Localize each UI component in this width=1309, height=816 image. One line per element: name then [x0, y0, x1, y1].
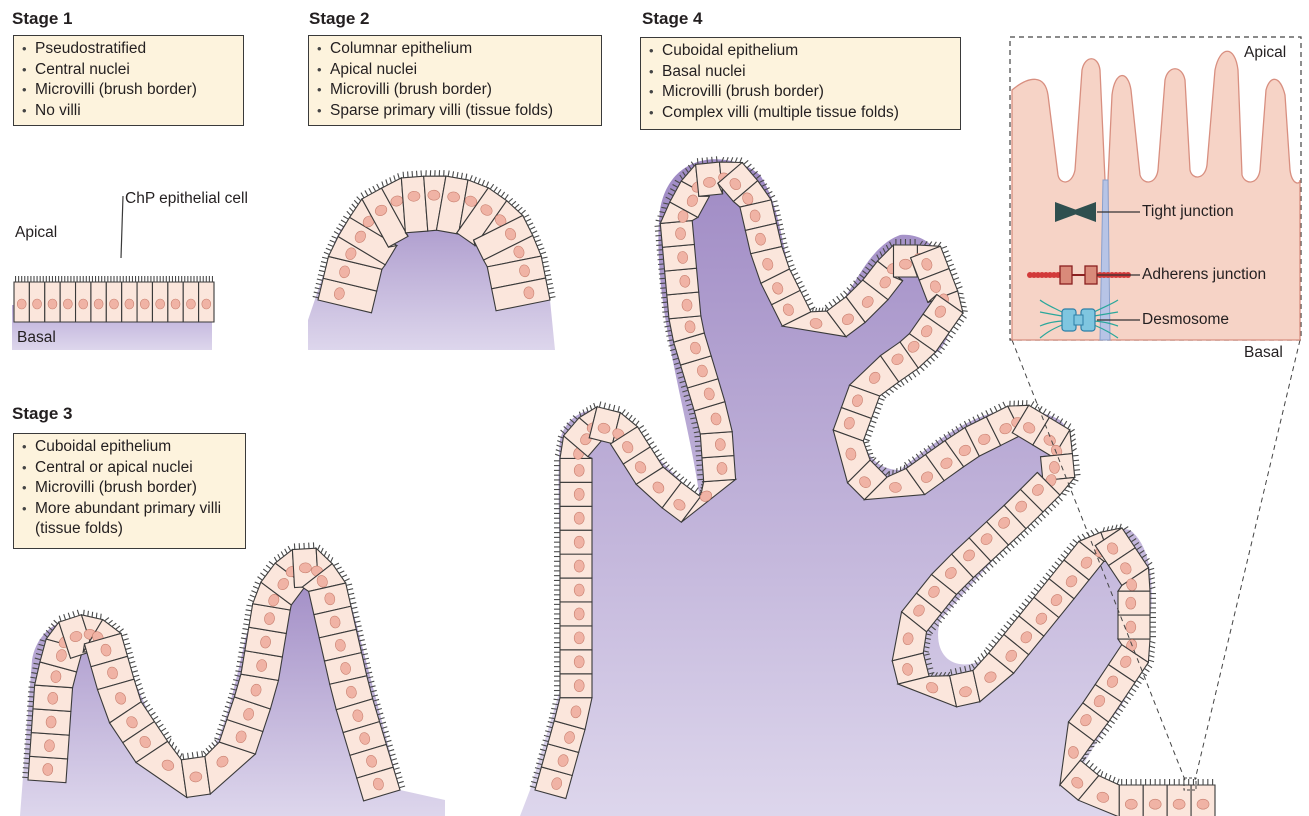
stage2-title: Stage 2 [309, 9, 369, 29]
stage1-nucleus [110, 299, 119, 309]
stage4-item-3: Microvilli (brush border) [649, 82, 952, 103]
stage4-item-1: Cuboidal epithelium [649, 41, 952, 62]
stage3-item-1: Cuboidal epithelium [22, 437, 237, 458]
stage1-basal-label: Basal [17, 329, 56, 347]
stage2-info-box: Columnar epithelium Apical nuclei Microv… [308, 35, 602, 126]
stage1-nucleus [140, 299, 149, 309]
stage4-nucleus [574, 632, 584, 644]
stage2-tissue [308, 170, 555, 350]
stage4-nucleus [1126, 621, 1136, 633]
stage1-nucleus [186, 299, 195, 309]
stage1-info-box: Pseudostratified Central nuclei Microvil… [13, 35, 244, 126]
stage1-nucleus [63, 299, 72, 309]
stage4-nucleus [1125, 799, 1137, 809]
stage4-nucleus [574, 680, 584, 692]
stage3-item-2: Central or apical nuclei [22, 458, 237, 479]
stage1-nucleus [48, 299, 57, 309]
stage1-nucleus [156, 299, 165, 309]
stage2-nucleus [428, 190, 440, 201]
inset-basal-label: Basal [1244, 344, 1283, 362]
stage2-item-1: Columnar epithelium [317, 39, 593, 60]
stage4-nucleus [574, 464, 584, 476]
stage3-item-3: Microvilli (brush border) [22, 478, 237, 499]
stage4-nucleus [899, 259, 911, 269]
stage3-info-box: Cuboidal epithelium Central or apical nu… [13, 433, 246, 549]
stage4-nucleus [574, 560, 584, 572]
stage1-title: Stage 1 [12, 9, 72, 29]
stage4-info-box: Cuboidal epithelium Basal nuclei Microvi… [640, 37, 961, 130]
stage1-nucleus [79, 299, 88, 309]
stage4-title: Stage 4 [642, 9, 702, 29]
desmosome-label: Desmosome [1142, 311, 1229, 329]
stage1-item-2: Central nuclei [22, 60, 235, 81]
stage4-nucleus [1197, 799, 1209, 809]
tight-junction-label: Tight junction [1142, 203, 1234, 221]
stage1-cell-pointer [121, 196, 123, 258]
stage1-nucleus [202, 299, 211, 309]
stage1-item-1: Pseudostratified [22, 39, 235, 60]
stage4-item-4: Complex villi (multiple tissue folds) [649, 103, 952, 124]
junction-inset [1010, 37, 1301, 340]
stage1-item-4: No villi [22, 101, 235, 122]
stage4-nucleus [1149, 799, 1161, 809]
stage4-item-2: Basal nuclei [649, 62, 952, 83]
stage4-nucleus [574, 608, 584, 620]
stage2-item-3: Microvilli (brush border) [317, 80, 593, 101]
stage1-nucleus [94, 299, 103, 309]
stage3-title: Stage 3 [12, 404, 72, 424]
stage4-nucleus [574, 512, 584, 524]
adherens-junction-label: Adherens junction [1142, 266, 1266, 284]
stage1-apical-label: Apical [15, 224, 57, 242]
stage4-nucleus [1173, 799, 1185, 809]
stage3-tissue [20, 542, 445, 816]
stage4-nucleus [1126, 597, 1136, 609]
stage4-nucleus [574, 536, 584, 548]
stage1-nucleus [125, 299, 134, 309]
stage1-cell-label: ChP epithelial cell [125, 190, 248, 208]
inset-apical-label: Apical [1244, 44, 1286, 62]
inset-connector-right [1195, 340, 1300, 780]
stage2-item-2: Apical nuclei [317, 60, 593, 81]
stage1-nucleus [33, 299, 42, 309]
stage2-item-4: Sparse primary villi (tissue folds) [317, 101, 593, 122]
stage4-nucleus [574, 584, 584, 596]
stage4-nucleus [574, 656, 584, 668]
stage4-nucleus [574, 488, 584, 500]
stage1-nucleus [171, 299, 180, 309]
stage1-item-3: Microvilli (brush border) [22, 80, 235, 101]
stage3-item-4: More abundant primary villi (tissue fold… [22, 499, 237, 540]
stage1-nucleus [17, 299, 26, 309]
